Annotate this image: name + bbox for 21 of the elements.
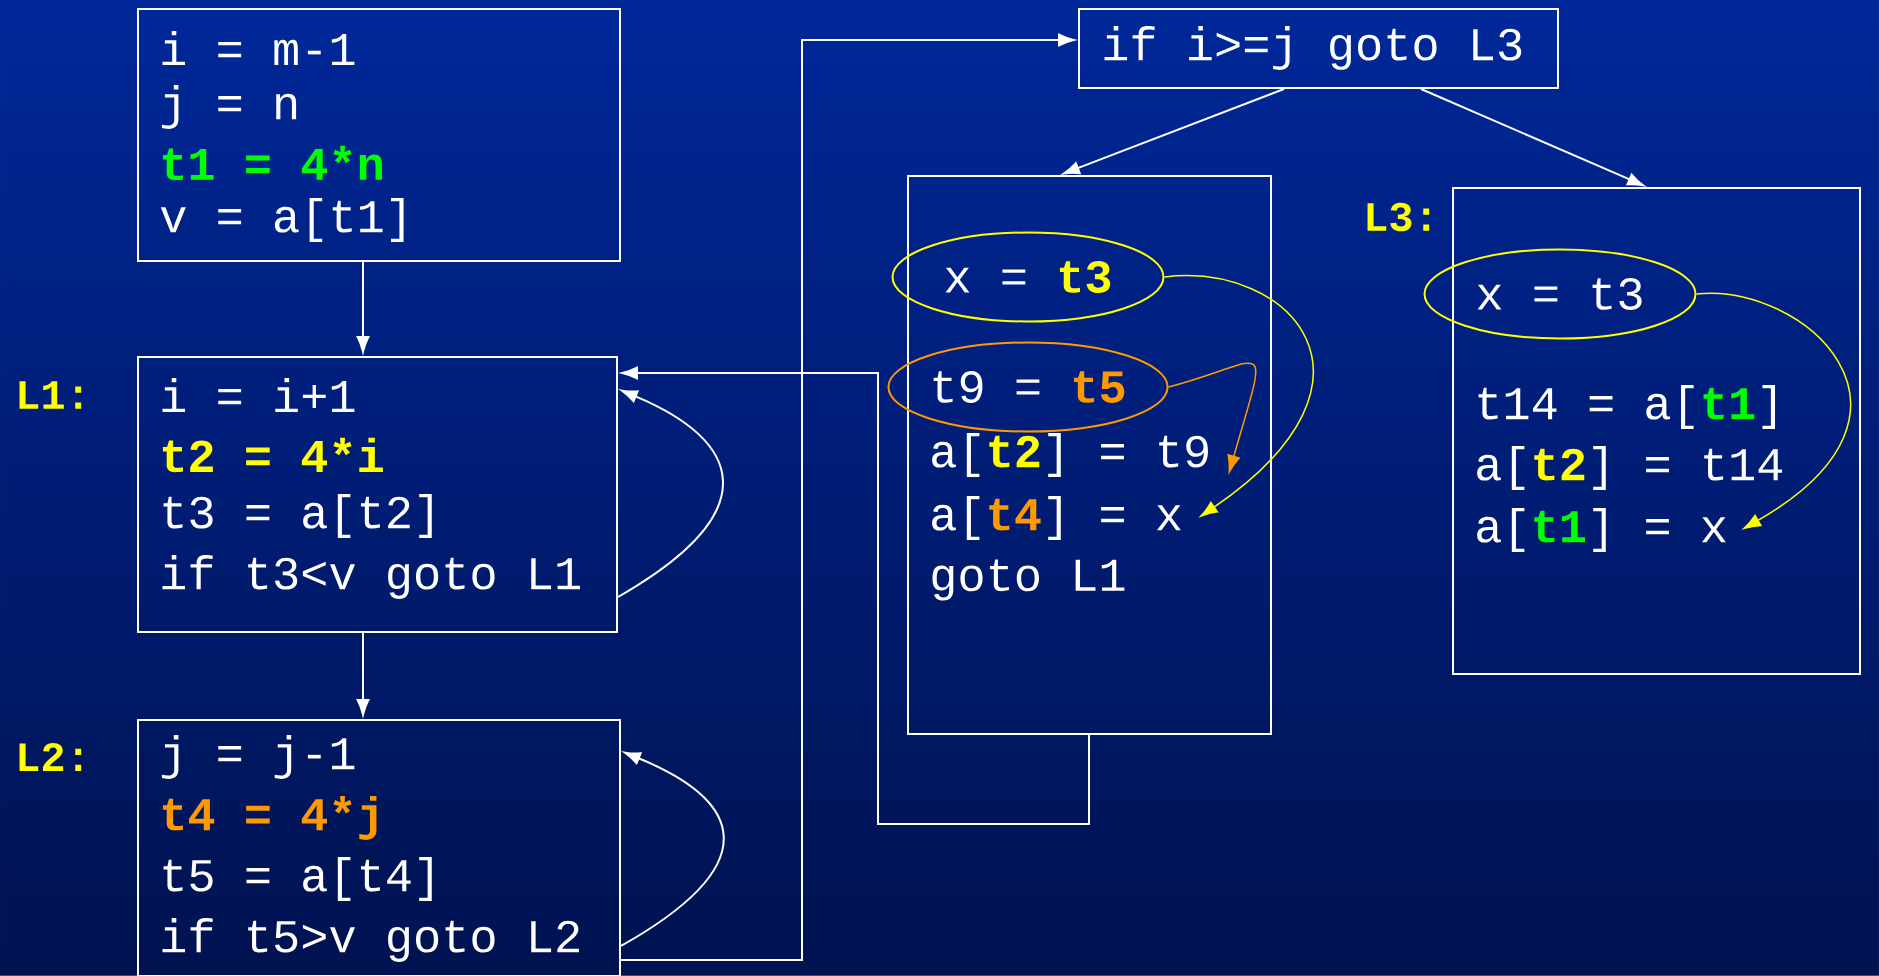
code-line: a[t2] = t9 [932,433,1208,477]
code-block: if i>=j goto L3 [1078,8,1559,89]
arrow [1163,275,1314,517]
arrow [621,366,1090,825]
code-line: a[t4] = x [932,496,1181,540]
arrow [1167,362,1257,473]
arrow [620,751,725,947]
block-label: L2: [19,742,82,772]
block-label: L3: [1367,202,1430,232]
arrow [1695,293,1852,530]
arrow [356,261,370,353]
code-block: i = m-1 j = n t1 = 4*n v = a[t1] [137,8,621,262]
arrow [1063,88,1285,175]
arrow [617,389,724,598]
block-label: L1: [19,381,82,409]
arrow [356,632,370,716]
code-block: i = i+1 t2 = 4*i t3 = a[t2] if t3<v goto L1 [137,356,618,633]
code-block: j = j-1 t4 = 4*j t5 = a[t4] if t5>v goto L2 [137,719,621,976]
code-line: a[t1] = x [1477,508,1726,552]
arrow [620,33,1075,961]
arrow [1420,88,1644,187]
